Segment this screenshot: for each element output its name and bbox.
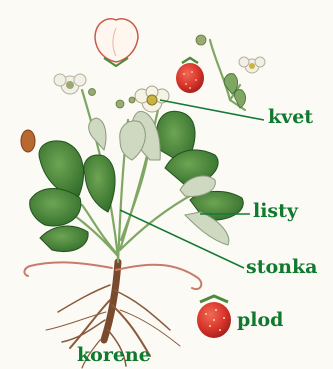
label-roots: korene: [77, 346, 151, 365]
seed: [21, 130, 35, 152]
label-stem: stonka: [246, 258, 317, 277]
fruit-main: [197, 296, 231, 338]
flower-main: [135, 86, 169, 112]
label-flower: kvet: [268, 108, 313, 127]
flower-top-right: [239, 57, 265, 73]
label-leaves: listy: [253, 202, 298, 221]
label-fruit: plod: [237, 311, 283, 330]
fruit-top-right: [176, 58, 204, 93]
fruit-cross-section: [95, 19, 138, 66]
